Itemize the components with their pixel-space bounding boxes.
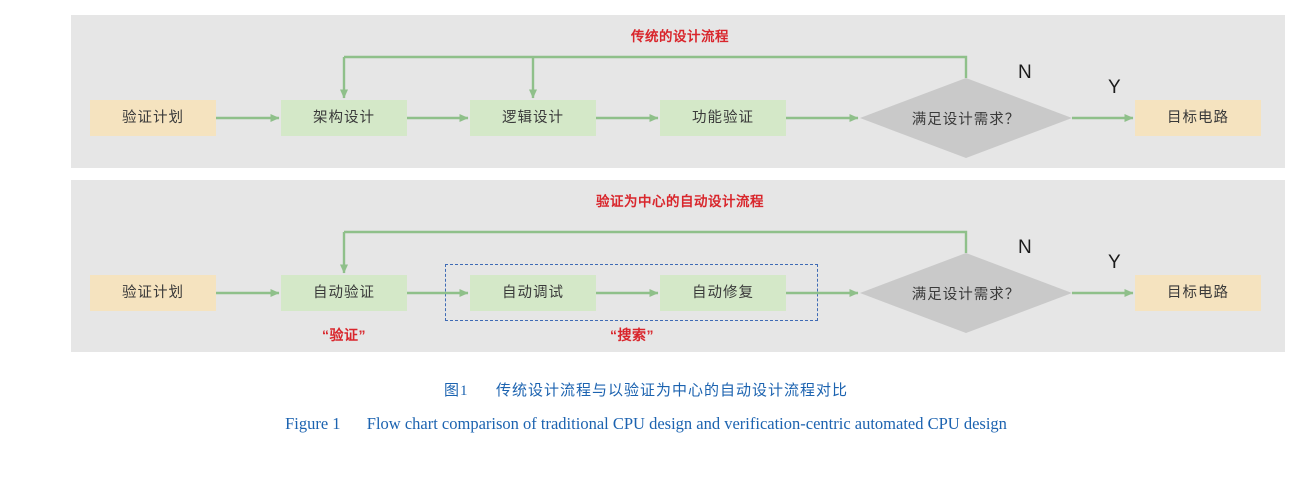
node-function-verification: 功能验证 [660, 100, 786, 136]
figure-caption-chinese-text: 传统设计流程与以验证为中心的自动设计流程对比 [496, 383, 849, 399]
node-verification-plan-traditional: 验证计划 [90, 100, 216, 136]
figure-caption-english-text: Flow chart comparison of traditional CPU… [366, 414, 1007, 433]
verification-annotation: “验证” [322, 327, 366, 343]
node-design-requirement-decision-traditional: 满足设计需求？ [860, 78, 1072, 158]
node-auto-debug: 自动调试 [470, 275, 596, 311]
node-architecture-design: 架构设计 [281, 100, 407, 136]
branch-label-yes-traditional: Y [1108, 77, 1121, 98]
figure-caption-english: Figure 1 Flow chart comparison of tradit… [0, 414, 1292, 434]
panel-traditional-title: 传统的设计流程 [631, 29, 729, 44]
branch-label-no-automated: N [1018, 237, 1032, 258]
search-annotation: “搜索” [610, 327, 654, 343]
node-target-circuit-automated: 目标电路 [1135, 275, 1261, 311]
figure-caption-chinese: 图1 传统设计流程与以验证为中心的自动设计流程对比 [0, 379, 1292, 400]
panel-automated-title: 验证为中心的自动设计流程 [596, 194, 764, 209]
panel-traditional-flow [71, 15, 1285, 168]
node-design-requirement-decision-automated: 满足设计需求？ [860, 253, 1072, 333]
node-target-circuit-traditional: 目标电路 [1135, 100, 1261, 136]
node-auto-verification: 自动验证 [281, 275, 407, 311]
diamond-label: 满足设计需求？ [911, 111, 1021, 128]
figure-caption-english-label: Figure 1 [285, 414, 341, 433]
node-auto-repair: 自动修复 [660, 275, 786, 311]
node-verification-plan-automated: 验证计划 [90, 275, 216, 311]
panel-automated-flow [71, 180, 1285, 352]
diamond-label: 满足设计需求？ [911, 286, 1021, 303]
branch-label-yes-automated: Y [1108, 252, 1121, 273]
figure-caption-chinese-label: 图1 [443, 383, 469, 399]
branch-label-no-traditional: N [1018, 62, 1032, 83]
node-logic-design: 逻辑设计 [470, 100, 596, 136]
